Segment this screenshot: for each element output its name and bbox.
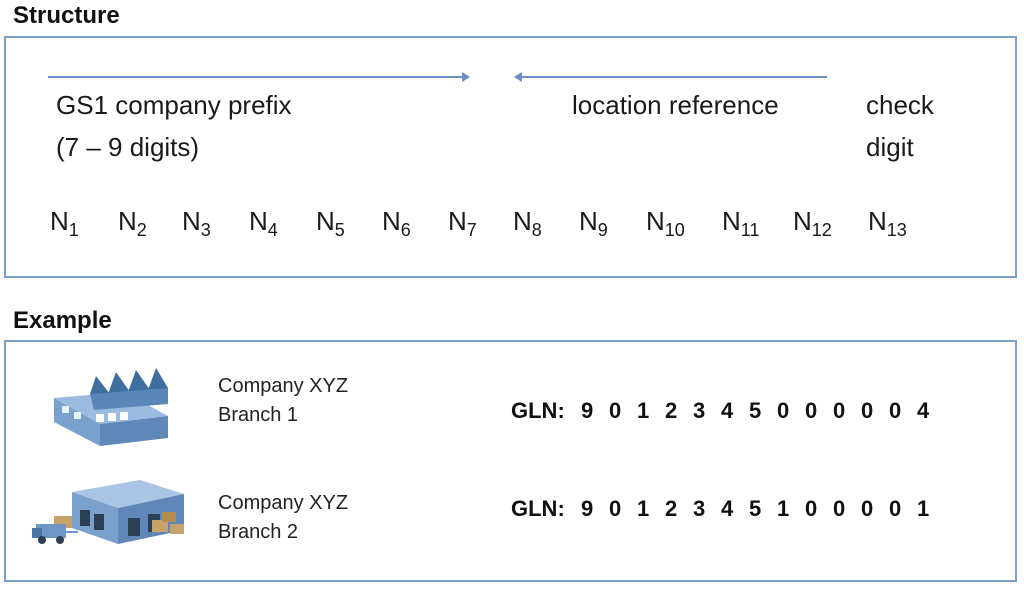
prefix-label: GS1 company prefix (7 – 9 digits) — [56, 84, 292, 168]
gln-1-digit: 4 — [721, 398, 734, 423]
branch-2-company: Company XYZ — [218, 492, 349, 514]
digit-base: N — [118, 206, 137, 236]
digit-base: N — [513, 206, 532, 236]
digit-position-9: N9 — [579, 206, 608, 241]
digit-subscript: 1 — [68, 220, 79, 240]
digit-base: N — [249, 206, 268, 236]
digit-subscript: 12 — [811, 220, 832, 240]
digit-base: N — [316, 206, 335, 236]
digit-subscript: 9 — [597, 220, 608, 240]
gln-1-digit: 9 — [581, 398, 594, 423]
digit-base: N — [646, 206, 665, 236]
digit-base: N — [793, 206, 812, 236]
gln-1-digit: 0 — [609, 398, 622, 423]
gln-2-digit: 1 — [917, 496, 930, 521]
check-label-line1: check — [866, 90, 934, 120]
digit-subscript: 10 — [664, 220, 685, 240]
check-label: check digit — [866, 84, 934, 168]
digit-subscript: 2 — [136, 220, 147, 240]
gln-1-label: GLN: — [511, 398, 565, 423]
warehouse-icon — [32, 480, 184, 544]
digit-subscript: 5 — [334, 220, 345, 240]
gln-1-digit: 5 — [749, 398, 762, 423]
digit-position-3: N3 — [182, 206, 211, 241]
gln-2-digit: 0 — [889, 496, 902, 521]
structure-panel: GS1 company prefix (7 – 9 digits) locati… — [4, 36, 1017, 278]
gln-2-digit: 3 — [693, 496, 706, 521]
gln-2-digit: 0 — [861, 496, 874, 521]
digit-position-1: N1 — [50, 206, 79, 241]
branch-1-company: Company XYZ — [218, 375, 349, 397]
digit-position-11: N11 — [722, 206, 759, 241]
gln-1-digit: 3 — [693, 398, 706, 423]
digit-position-12: N12 — [793, 206, 832, 241]
digit-base: N — [868, 206, 887, 236]
branch-1-name: Branch 1 — [218, 404, 299, 426]
gln-1-digit: 0 — [861, 398, 874, 423]
structure-heading: Structure — [13, 2, 120, 29]
digit-position-7: N7 — [448, 206, 477, 241]
gln-2-digit: 4 — [721, 496, 734, 521]
digit-base: N — [382, 206, 401, 236]
prefix-arrow — [48, 72, 470, 82]
prefix-label-line2: (7 – 9 digits) — [56, 132, 200, 162]
digit-position-10: N10 — [646, 206, 685, 241]
gln-2-digit: 2 — [665, 496, 678, 521]
branch-2-text: Company XYZ Branch 2 — [218, 489, 348, 547]
gln-1-digit: 0 — [833, 398, 846, 423]
digit-base: N — [448, 206, 467, 236]
digit-base: N — [182, 206, 201, 236]
gln-2-digit: 0 — [805, 496, 818, 521]
gln-1-digit: 2 — [665, 398, 678, 423]
gln-1-digit: 0 — [889, 398, 902, 423]
gln-2-digit: 5 — [749, 496, 762, 521]
gln-2-digit: 0 — [833, 496, 846, 521]
location-arrow — [514, 72, 827, 82]
gln-1-digit: 0 — [777, 398, 790, 423]
digit-position-5: N5 — [316, 206, 345, 241]
gln-2-digit: 1 — [637, 496, 650, 521]
digit-subscript: 8 — [531, 220, 542, 240]
digit-base: N — [50, 206, 69, 236]
digit-position-2: N2 — [118, 206, 147, 241]
digit-subscript: 6 — [400, 220, 411, 240]
gln-2-digit: 9 — [581, 496, 594, 521]
branch-1-text: Company XYZ Branch 1 — [218, 372, 348, 430]
digit-base: N — [722, 206, 741, 236]
digit-subscript: 4 — [267, 220, 278, 240]
digit-subscript: 7 — [466, 220, 477, 240]
digit-subscript: 13 — [886, 220, 907, 240]
branch-2-name: Branch 2 — [218, 521, 299, 543]
digit-subscript: 3 — [200, 220, 211, 240]
digit-subscript: 11 — [740, 220, 760, 240]
gln-1-digit: 4 — [917, 398, 930, 423]
location-label: location reference — [572, 90, 779, 120]
factory-icon — [54, 368, 168, 446]
prefix-label-line1: GS1 company prefix — [56, 90, 292, 120]
digit-base: N — [579, 206, 598, 236]
gln-1-digit: 0 — [805, 398, 818, 423]
gln-1-digit: 1 — [637, 398, 650, 423]
gln-2-digit: 1 — [777, 496, 790, 521]
digit-position-8: N8 — [513, 206, 542, 241]
digit-position-6: N6 — [382, 206, 411, 241]
gln-2-label: GLN: — [511, 496, 565, 521]
gln-2-digit: 0 — [609, 496, 622, 521]
example-heading: Example — [13, 307, 112, 334]
digit-position-13: N13 — [868, 206, 907, 241]
digit-position-4: N4 — [249, 206, 278, 241]
check-label-line2: digit — [866, 132, 914, 162]
